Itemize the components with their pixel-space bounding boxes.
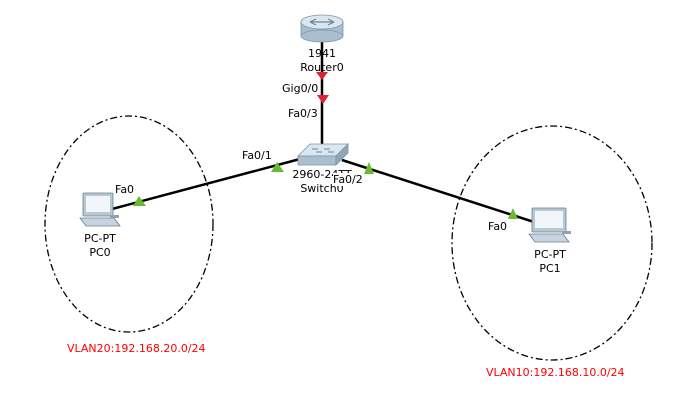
router-gig00-port-label: Gig0/0 — [282, 82, 319, 95]
vlan10-label[interactable]: VLAN10:192.168.10.0/24 — [486, 366, 625, 379]
pc0-fa0-port-label: Fa0 — [115, 183, 135, 196]
vlan20-area[interactable] — [44, 115, 214, 333]
router-name-label: Router0 — [300, 61, 344, 74]
switch-icon[interactable] — [297, 143, 349, 166]
link-switch-pc1[interactable] — [341, 158, 535, 224]
pc0-model-label: PC-PT — [84, 232, 116, 245]
switch-name-label: Switch0 — [300, 182, 344, 195]
pc1-icon[interactable] — [528, 207, 571, 243]
pc0-name-label: PC0 — [89, 246, 111, 259]
switch-fa02-port-label: Fa0/2 — [333, 173, 363, 186]
pc0-icon[interactable] — [79, 192, 121, 227]
vlan10-area[interactable] — [451, 125, 653, 361]
pc1-fa0-status-up — [508, 208, 518, 219]
router-model-label: 1941 — [308, 47, 336, 60]
pc1-fa0-port-label: Fa0 — [488, 220, 508, 233]
switch-fa02-status-up — [364, 162, 374, 174]
switch-fa03-status-down — [317, 95, 329, 104]
switch-fa03-port-label: Fa0/3 — [288, 107, 318, 120]
pc1-model-label: PC-PT — [534, 248, 566, 261]
vlan20-label[interactable]: VLAN20:192.168.20.0/24 — [67, 342, 206, 355]
switch-fa01-port-label: Fa0/1 — [242, 149, 272, 162]
pc1-name-label: PC1 — [539, 262, 561, 275]
link-switch-pc0[interactable] — [111, 157, 301, 211]
router-gig00-status-down — [316, 72, 328, 80]
pc0-fa0-status-up — [133, 196, 146, 206]
router-icon[interactable] — [300, 14, 344, 43]
switch-fa01-status-up — [271, 162, 284, 172]
